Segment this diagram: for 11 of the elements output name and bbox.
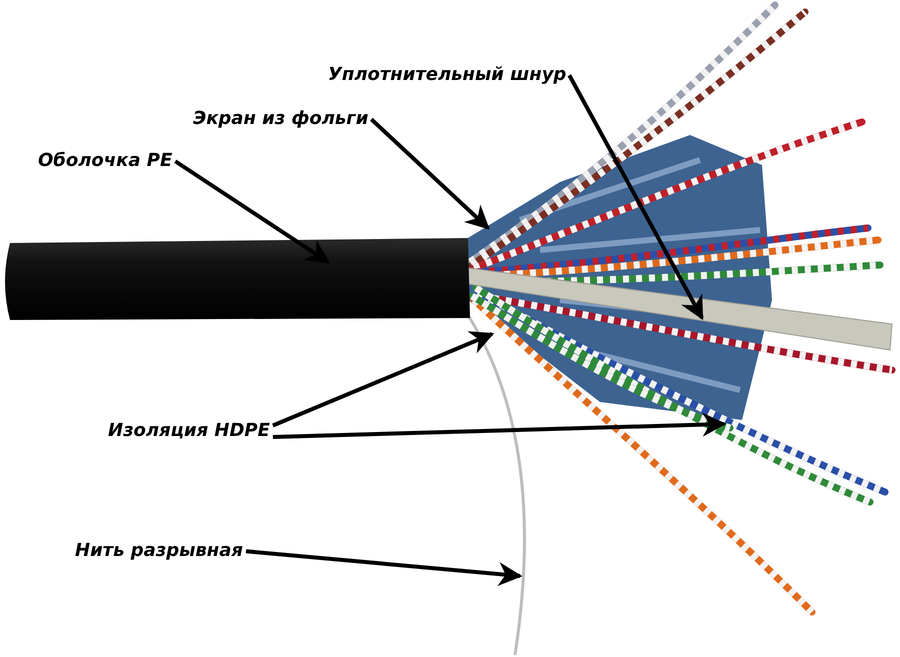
part-label: Нить разрывная	[75, 540, 243, 562]
leader-arrow	[174, 160, 330, 264]
part-label: Оболочка PE	[38, 150, 172, 172]
leader-arrow	[568, 74, 704, 320]
part-label: Изоляция HDPE	[108, 420, 270, 442]
leader-arrow	[370, 118, 490, 230]
leader-arrow	[272, 331, 494, 428]
leader-arrow	[272, 412, 726, 439]
part-label: Уплотнительный шнур	[328, 64, 566, 86]
part-label: Экран из фольги	[193, 108, 368, 130]
leader-arrow	[246, 549, 522, 586]
